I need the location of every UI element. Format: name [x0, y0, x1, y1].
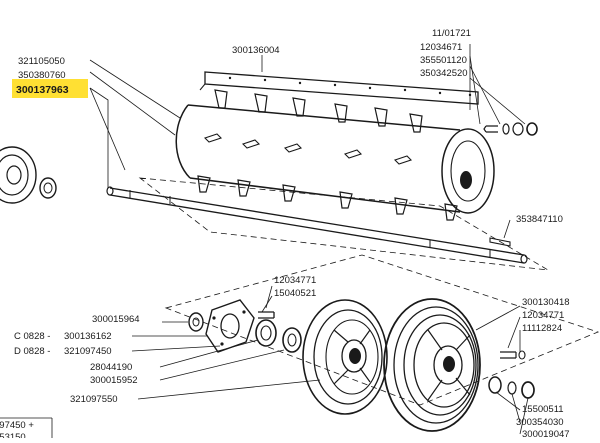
label-top-left-1: 321105050 [18, 56, 65, 67]
label-left-6: 321097550 [70, 394, 118, 405]
label-right-bottom-3: 300019047 [522, 429, 570, 438]
label-highlighted-part[interactable]: 300137963 [16, 84, 69, 96]
label-right-bottom-2: 300354030 [516, 417, 564, 428]
label-left-3-prefix: D 0828 - [14, 346, 50, 357]
label-cutoff-1: 097450 + [0, 420, 34, 431]
label-top-left-2: 350380760 [18, 70, 66, 81]
pulley-guide-box [164, 254, 600, 406]
label-left-2-prefix: C 0828 - [14, 331, 50, 342]
drum-body [175, 89, 495, 221]
pulley-large [383, 298, 481, 432]
label-left-1: 300015964 [92, 314, 140, 325]
highlight-marker [12, 79, 88, 98]
right-small-parts [488, 350, 535, 399]
label-top-right-4: 350342520 [420, 68, 468, 79]
label-top-right-2: 12034671 [420, 42, 462, 53]
label-right-3: 11112824 [522, 323, 562, 334]
label-right-1: 300130418 [522, 297, 570, 308]
pulley-small [302, 299, 388, 415]
label-top-right-1: 11/01721 [432, 28, 471, 39]
bearing-assembly [188, 299, 302, 353]
knife-bar [199, 71, 479, 105]
label-cutoff-2: 353150 [0, 432, 26, 438]
label-drum: 300136004 [232, 45, 280, 56]
label-left-3: 321097450 [64, 346, 112, 357]
label-bearing-top-1: 12034771 [274, 275, 316, 286]
bolt-set [483, 122, 538, 136]
label-right-bottom-1: 15500511 [522, 404, 564, 415]
leader-lines [89, 44, 529, 435]
label-shaft: 353847110 [516, 214, 563, 225]
label-left-2: 300136162 [64, 331, 112, 342]
shaft [106, 186, 528, 264]
label-right-2: 12034771 [522, 310, 564, 321]
label-left-4: 28044190 [90, 362, 132, 373]
left-hub-part [0, 146, 57, 204]
label-bearing-top-2: 15040521 [274, 288, 316, 299]
label-left-5: 300015952 [90, 375, 138, 386]
label-top-right-3: 355501120 [420, 55, 467, 66]
